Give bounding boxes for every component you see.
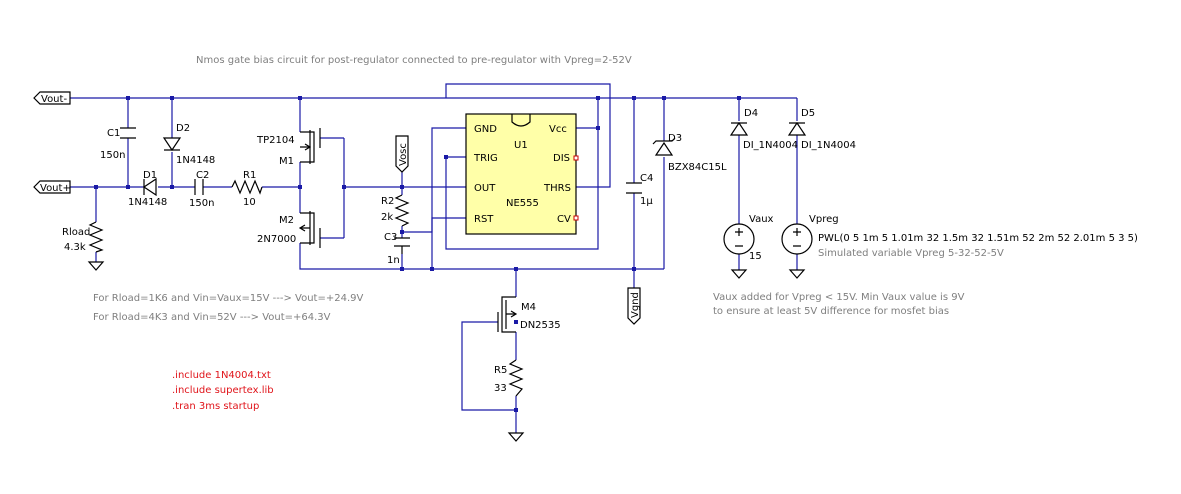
svg-text:Vcc: Vcc (549, 124, 567, 135)
svg-text:R2: R2 (381, 196, 394, 207)
svg-text:RST: RST (474, 214, 494, 225)
capacitor-c2: C2 150n (189, 170, 214, 209)
svg-text:C2: C2 (196, 170, 209, 181)
directive-include-supertex: .include supertex.lib (172, 385, 274, 396)
svg-text:Vgnd: Vgnd (630, 292, 641, 318)
svg-text:R1: R1 (243, 170, 256, 181)
svg-text:M1: M1 (279, 156, 294, 167)
svg-text:TP2104: TP2104 (256, 135, 295, 146)
svg-text:1n: 1n (387, 255, 400, 266)
svg-text:10: 10 (243, 197, 256, 208)
svg-text:1N4148: 1N4148 (176, 155, 215, 166)
svg-text:Vout+: Vout+ (40, 183, 71, 194)
diode-d2: D2 1N4148 (162, 123, 215, 166)
svg-text:THRS: THRS (543, 183, 571, 194)
svg-text:DI_1N4004: DI_1N4004 (743, 140, 798, 151)
svg-text:2k: 2k (381, 212, 393, 223)
svg-text:D4: D4 (744, 108, 758, 119)
ic-ne555-u1: GND Vcc U1 TRIG DIS OUT THRS NE555 RST C… (465, 113, 579, 235)
svg-text:DIS: DIS (553, 153, 570, 164)
svg-text:D3: D3 (668, 133, 682, 144)
net-label-vout-minus: Vout- (33, 91, 71, 105)
svg-text:DI_1N4004: DI_1N4004 (801, 140, 856, 151)
svg-text:DN2535: DN2535 (520, 320, 561, 331)
junctions (94, 96, 741, 412)
svg-text:C1: C1 (107, 128, 120, 139)
mosfet-m1: TP2104 M1 (256, 128, 321, 167)
svg-text:150n: 150n (100, 150, 125, 161)
svg-text:15: 15 (749, 251, 762, 262)
diode-d1: D1 1N4148 (128, 170, 167, 208)
schematic-title: Nmos gate bias circuit for post-regulato… (196, 55, 632, 66)
capacitor-c4: C4 1µ (626, 173, 653, 207)
svg-text:D2: D2 (176, 123, 190, 134)
svg-text:GND: GND (474, 124, 497, 135)
svg-text:NE555: NE555 (506, 198, 539, 209)
comment-vaux-1: Vaux added for Vpreg < 15V. Min Vaux val… (713, 292, 965, 303)
net-label-vgnd: Vgnd (627, 287, 641, 325)
svg-text:M4: M4 (521, 302, 536, 313)
resistor-r2: R2 2k (381, 194, 410, 227)
voltage-source-vaux: Vaux 15 (723, 214, 774, 262)
mosfet-m4: M4 DN2535 (497, 296, 561, 333)
svg-text:1N4148: 1N4148 (128, 197, 167, 208)
svg-text:Vpreg: Vpreg (809, 214, 839, 225)
svg-text:U1: U1 (514, 140, 528, 151)
directive-tran: .tran 3ms startup (172, 401, 259, 412)
svg-text:Vosc: Vosc (398, 143, 409, 166)
svg-text:2N7000: 2N7000 (257, 234, 296, 245)
svg-text:D5: D5 (801, 108, 815, 119)
svg-text:TRIG: TRIG (473, 153, 498, 164)
svg-text:CV: CV (557, 214, 571, 225)
svg-text:Rload: Rload (62, 227, 90, 238)
ground-symbols (87, 261, 806, 442)
diode-d5: D5 DI_1N4004 (787, 108, 856, 151)
svg-text:OUT: OUT (474, 183, 496, 194)
zener-diode-d3: D3 BZX84C15L (652, 133, 727, 173)
net-label-vout-plus: Vout+ (33, 180, 71, 194)
capacitor-c1: C1 150n (100, 127, 136, 161)
diode-d4: D4 DI_1N4004 (729, 108, 798, 151)
resistor-rload: Rload 4.3k (62, 221, 104, 253)
svg-text:BZX84C15L: BZX84C15L (668, 162, 727, 173)
capacitor-c3: C3 1n (384, 232, 410, 266)
comment-vpreg: Simulated variable Vpreg 5-32-52-5V (818, 248, 1004, 259)
svg-text:C3: C3 (384, 232, 397, 243)
svg-text:M2: M2 (279, 215, 294, 226)
directive-include-1n4004: .include 1N4004.txt (172, 370, 271, 381)
comment-vaux-2: to ensure at least 5V difference for mos… (713, 306, 949, 317)
svg-text:4.3k: 4.3k (64, 242, 86, 253)
svg-text:D1: D1 (143, 170, 157, 181)
svg-text:Vaux: Vaux (749, 214, 774, 225)
svg-text:PWL(0 5 1m 5 1.01m 32 1.5m 32: PWL(0 5 1m 5 1.01m 32 1.5m 32 1.51m 52 2… (818, 233, 1138, 244)
svg-text:C4: C4 (640, 173, 653, 184)
svg-text:1µ: 1µ (640, 196, 653, 207)
mosfet-m2: M2 2N7000 (257, 211, 321, 248)
svg-text:150n: 150n (189, 198, 214, 209)
svg-text:R5: R5 (494, 365, 507, 376)
svg-text:Vout-: Vout- (41, 94, 67, 105)
resistor-r1: R1 10 (231, 170, 263, 208)
voltage-source-vpreg: Vpreg PWL(0 5 1m 5 1.01m 32 1.5m 32 1.51… (781, 214, 1138, 255)
svg-text:33: 33 (494, 383, 507, 394)
resistor-r5: R5 33 (494, 359, 524, 397)
net-label-vosc: Vosc (395, 135, 409, 173)
comment-note2: For Rload=4K3 and Vin=52V ---> Vout=+64.… (93, 312, 331, 323)
comment-note1: For Rload=1K6 and Vin=Vaux=15V ---> Vout… (93, 293, 363, 304)
